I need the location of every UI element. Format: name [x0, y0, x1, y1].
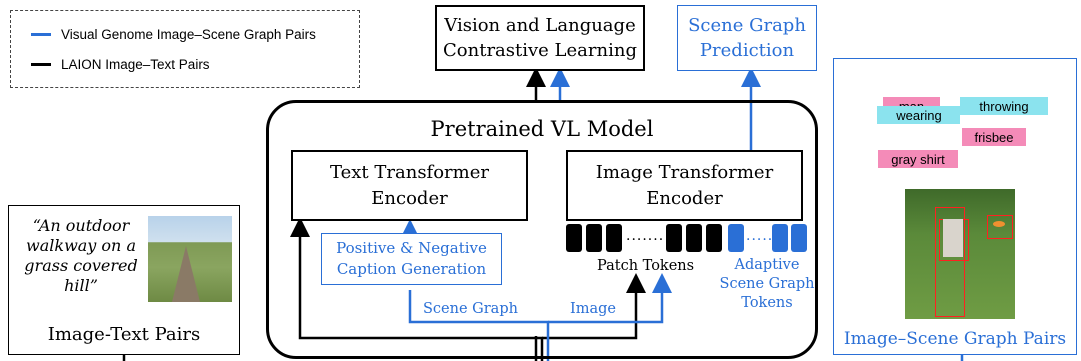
shirt-shape	[943, 219, 963, 257]
frisbee-photo	[905, 189, 1015, 319]
image-encoder-line1: Image Transformer	[595, 161, 774, 183]
patch-token	[586, 224, 602, 252]
caption-line2: walkway on a	[26, 236, 136, 255]
sg-node-throwing: throwing	[960, 97, 1048, 115]
image-sg-pairs-label: Image–Scene Graph Pairs	[843, 329, 1067, 349]
image-transformer-encoder: Image Transformer Encoder	[566, 150, 803, 221]
text-encoder-line1: Text Transformer	[330, 161, 489, 183]
legend-item-laion: LAION Image–Text Pairs	[31, 57, 210, 72]
text-transformer-encoder: Text Transformer Encoder	[291, 150, 528, 221]
caption-generation-box: Positive & Negative Caption Generation	[321, 233, 502, 285]
patch-token	[706, 224, 722, 252]
walkway-photo	[148, 216, 232, 302]
legend-vg-label: Visual Genome Image–Scene Graph Pairs	[61, 27, 316, 42]
patch-token	[566, 224, 582, 252]
adaptive-sg-tokens-label: Adaptive Scene Graph Tokens	[712, 256, 822, 313]
sg-node-wearing: wearing	[878, 106, 960, 124]
caption-gen-line2: Caption Generation	[336, 260, 487, 278]
image-text-pairs-label: Image-Text Pairs	[47, 324, 201, 345]
sg-prediction-line1: Scene Graph	[688, 15, 806, 36]
sg-token	[728, 224, 744, 252]
bbox-man	[935, 207, 965, 317]
caption-text: “An outdoor walkway on a grass covered h…	[13, 216, 149, 296]
sg-token	[791, 224, 807, 252]
caption-gen-line1: Positive & Negative	[336, 239, 487, 257]
image-encoder-line2: Encoder	[646, 187, 723, 209]
adaptive-line3: Tokens	[741, 295, 793, 311]
pretrained-vl-model: Pretrained VL Model	[266, 100, 818, 359]
patch-token	[686, 224, 702, 252]
legend-item-vg: Visual Genome Image–Scene Graph Pairs	[31, 27, 316, 42]
bbox-frisbee	[987, 215, 1013, 239]
text-encoder-line2: Encoder	[371, 187, 448, 209]
walkway-shape	[172, 246, 200, 302]
patch-token	[606, 224, 622, 252]
sg-node-gray-shirt: gray shirt	[878, 150, 958, 168]
image-flow-label: Image	[570, 301, 616, 317]
caption-line1: “An outdoor	[32, 216, 130, 235]
scene-graph-flow-label: Scene Graph	[423, 301, 518, 317]
patch-tokens-label: Patch Tokens	[597, 258, 695, 274]
vl-objective-line1: Vision and Language	[444, 15, 636, 36]
scene-graph-prediction-box: Scene Graph Prediction	[677, 5, 817, 71]
adaptive-line1: Adaptive	[734, 257, 800, 273]
patch-token	[666, 224, 682, 252]
legend-laion-label: LAION Image–Text Pairs	[61, 57, 210, 72]
sg-token	[772, 224, 788, 252]
token-ellipsis: ·······	[626, 232, 665, 248]
vl-objective-line2: Contrastive Learning	[443, 40, 637, 61]
legend: Visual Genome Image–Scene Graph Pairs LA…	[10, 10, 360, 88]
caption-line3: grass covered	[24, 256, 138, 275]
vl-contrastive-learning-box: Vision and Language Contrastive Learning	[435, 5, 645, 71]
sg-node-frisbee: frisbee	[962, 128, 1026, 146]
blue-line-icon	[31, 33, 51, 36]
sg-token-ellipsis: ·····	[746, 232, 774, 248]
black-line-icon	[31, 63, 51, 66]
frisbee-shape	[993, 221, 1005, 227]
image-text-pairs-box: “An outdoor walkway on a grass covered h…	[8, 205, 240, 355]
caption-line4: hill”	[64, 276, 98, 295]
sg-prediction-line2: Prediction	[699, 40, 795, 61]
model-title: Pretrained VL Model	[430, 117, 654, 141]
adaptive-line2: Scene Graph	[719, 276, 815, 292]
